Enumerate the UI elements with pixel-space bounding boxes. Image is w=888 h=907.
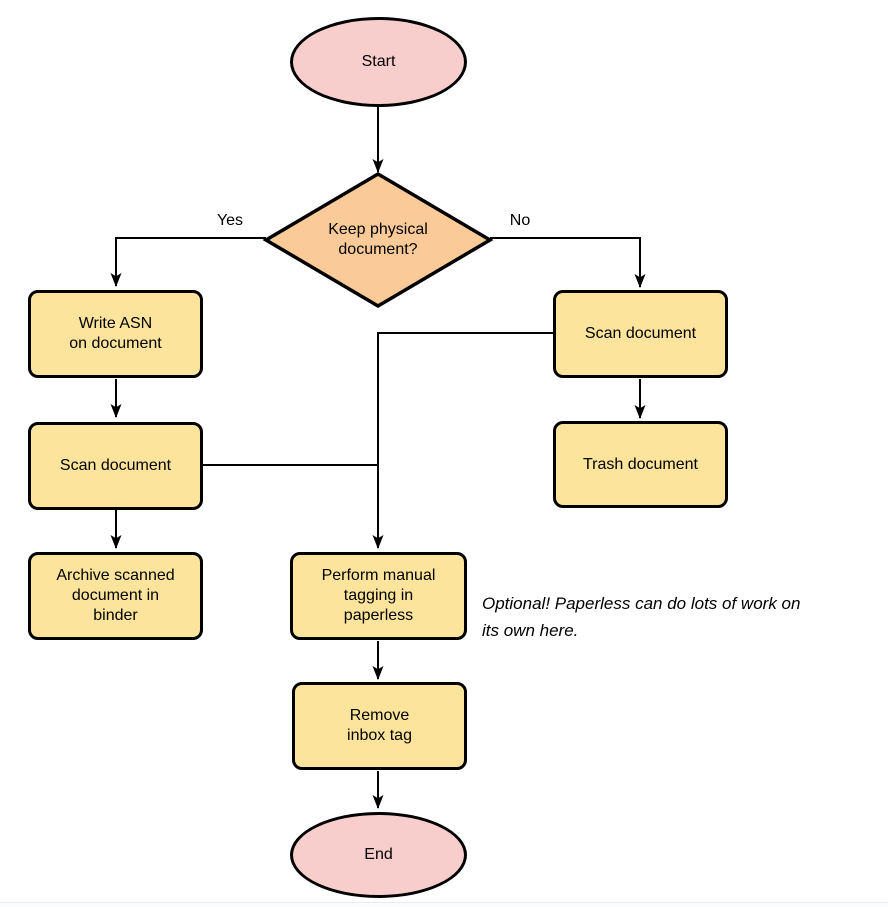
node-end-label: End: [364, 846, 393, 863]
edge-label-no: No: [509, 212, 531, 229]
node-scan-document-right-label: Scan document: [584, 325, 697, 342]
node-remove-inbox-tag: Remove inbox tag: [292, 682, 467, 770]
node-trash-document-label: Trash document: [582, 455, 698, 473]
node-scan-document-left: Scan document: [28, 422, 203, 510]
node-write-asn-label: Write ASN on document: [69, 315, 162, 352]
node-write-asn: Write ASN on document: [28, 290, 203, 378]
node-archive-in-binder-label: Archive scanned document in binder: [56, 567, 175, 624]
node-start-label: Start: [361, 53, 396, 70]
optional-annotation: Optional! Paperless can do lots of work …: [482, 594, 801, 640]
node-trash-document: Trash document: [553, 421, 728, 508]
edge-scan-right-to-tagging: [372, 332, 553, 549]
node-decision-label: Keep physical document?: [328, 221, 428, 258]
edge-label-yes: Yes: [216, 212, 244, 229]
edge-decision-yes-to-write-asn: [110, 237, 266, 287]
edge-decision-no-to-scan-right: [490, 237, 646, 288]
node-scan-document-left-label: Scan document: [59, 457, 172, 474]
node-archive-in-binder: Archive scanned document in binder: [28, 552, 203, 640]
node-remove-inbox-tag-label: Remove inbox tag: [347, 707, 412, 744]
node-scan-document-right: Scan document: [553, 290, 728, 378]
node-end: End: [290, 812, 467, 898]
decision-diamond-shape: [262, 171, 494, 309]
node-manual-tagging-label: Perform manual tagging in paperless: [321, 567, 436, 624]
node-manual-tagging: Perform manual tagging in paperless: [290, 552, 467, 640]
node-start: Start: [290, 17, 467, 107]
page-bottom-edge: [0, 902, 888, 907]
